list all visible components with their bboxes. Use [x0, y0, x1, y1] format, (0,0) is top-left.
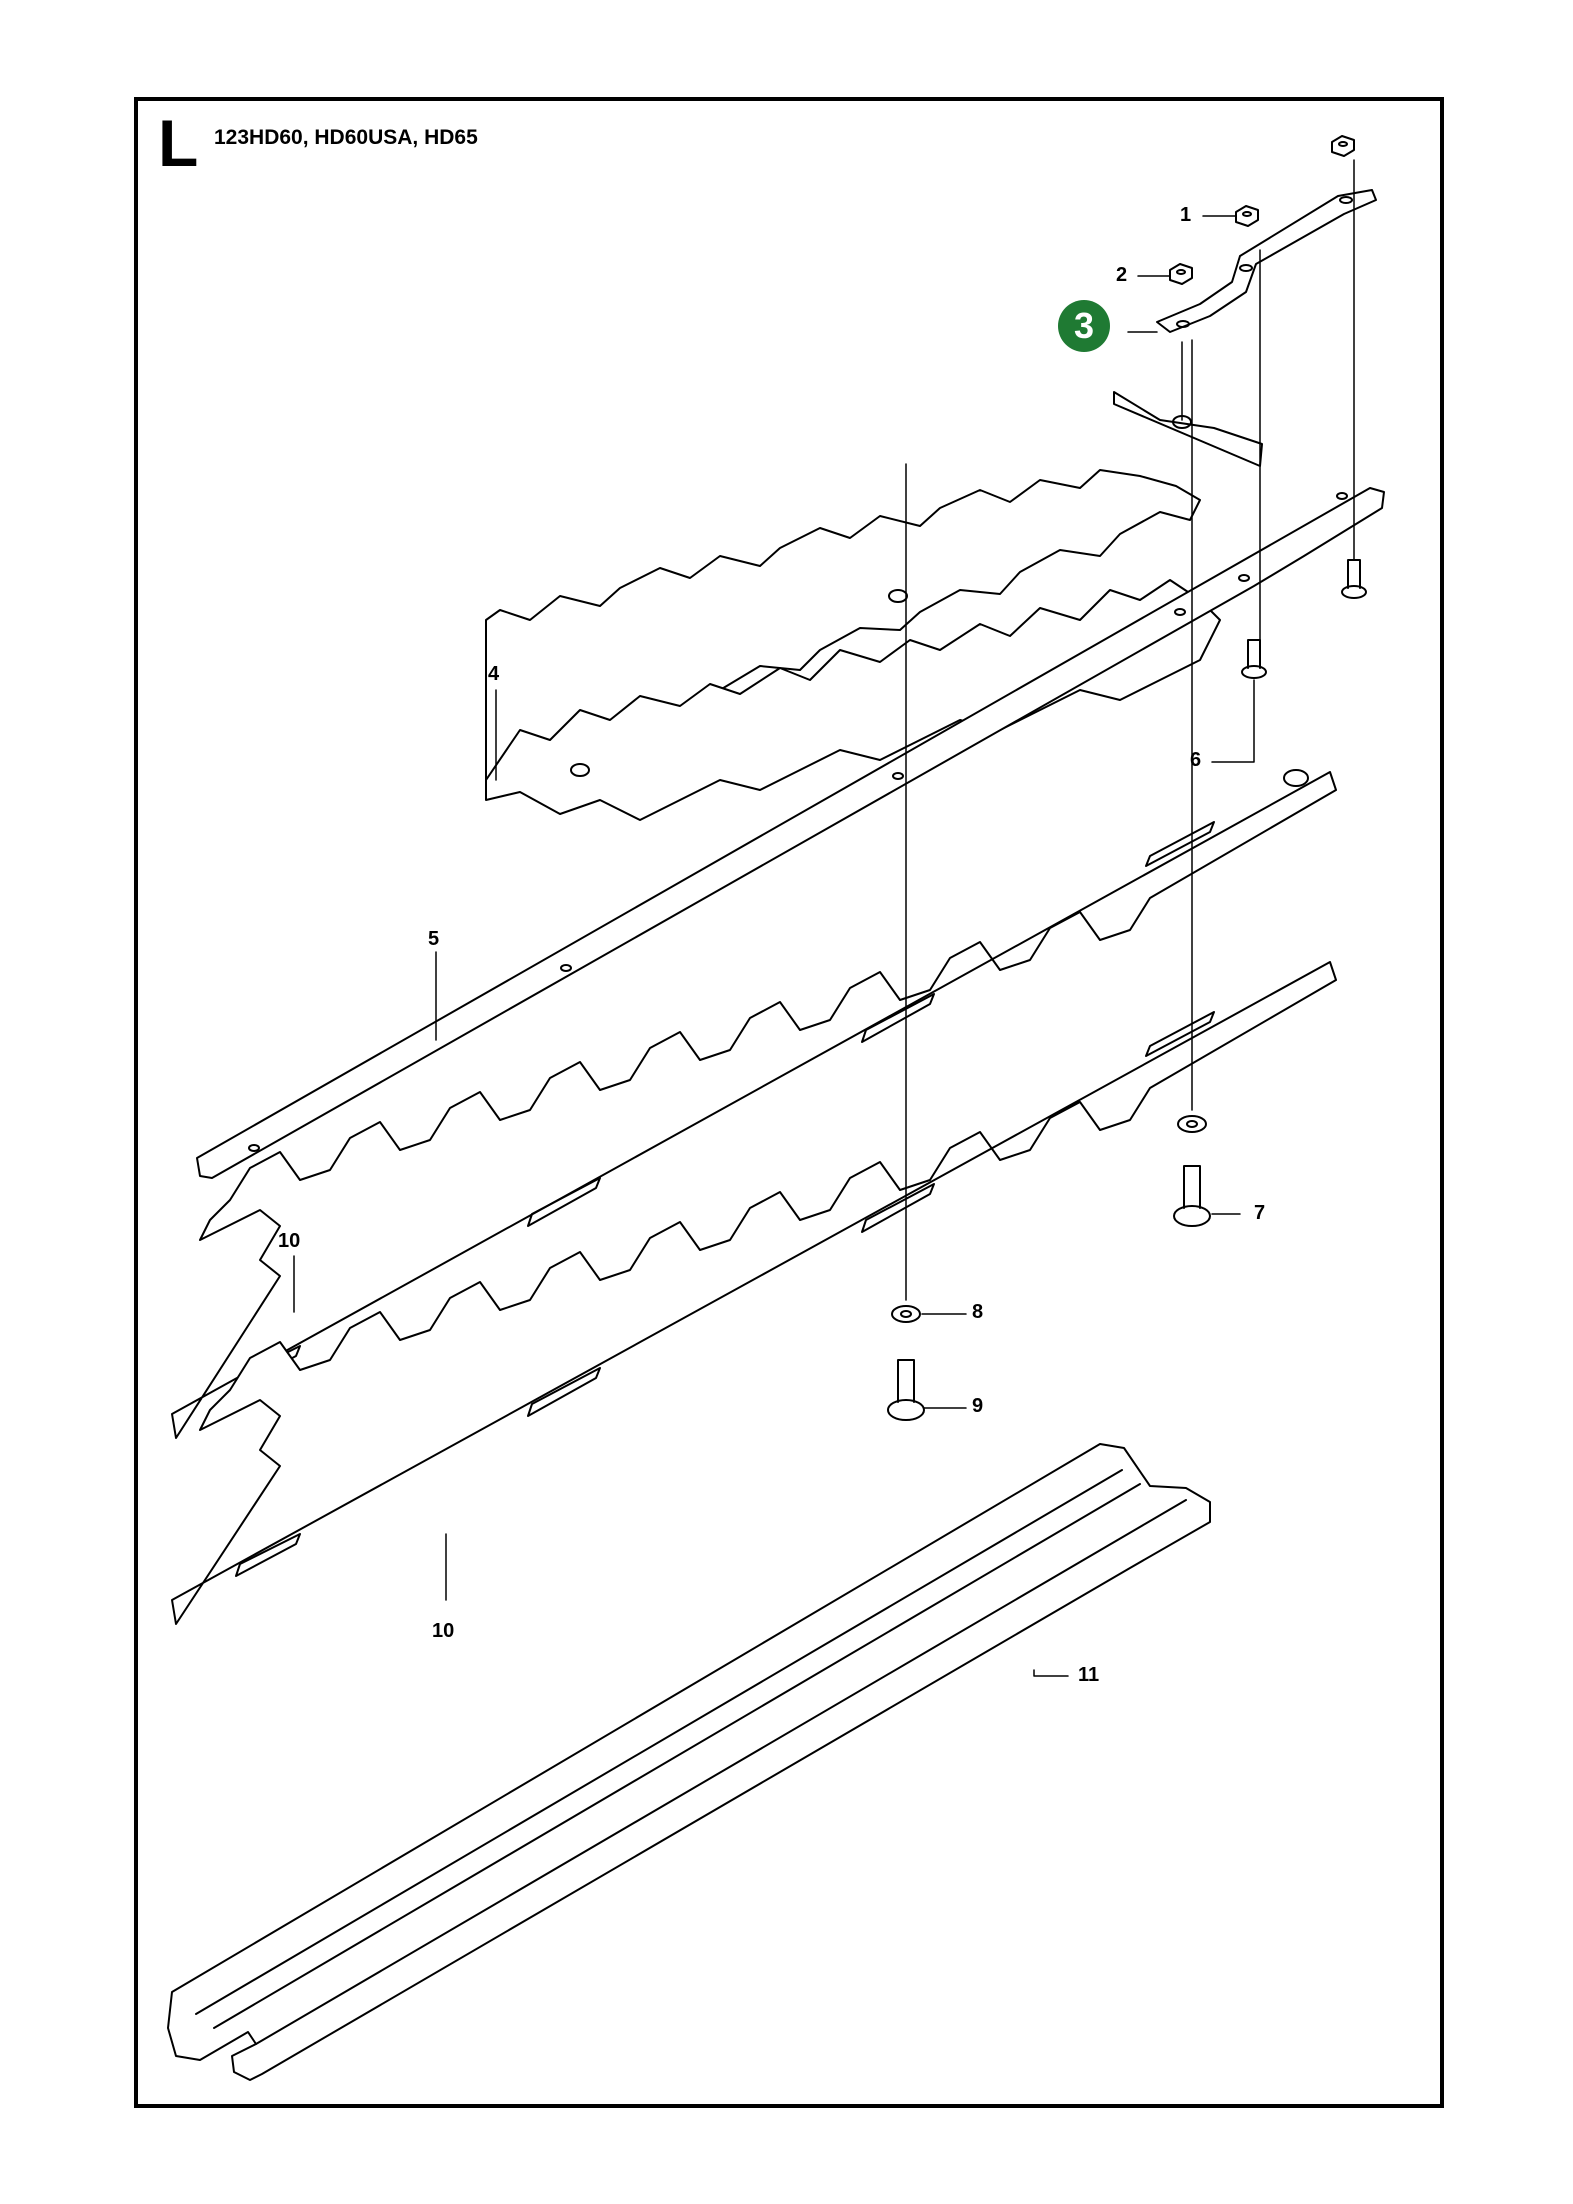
- callout-8: 8: [972, 1301, 984, 1323]
- callout-1: 1: [1180, 204, 1192, 226]
- assembly-lines: [905, 159, 1355, 1301]
- nut-2: [1169, 263, 1193, 285]
- washer-7: [1177, 1115, 1207, 1133]
- callout-10-lower: 10: [432, 1620, 455, 1642]
- part-11-guard-rail: [167, 1443, 1211, 2081]
- screw-top-right: [1341, 559, 1367, 599]
- highlighted-part-badge: 3: [1058, 300, 1110, 352]
- callout-6: 6: [1190, 749, 1202, 771]
- page-frame: [134, 97, 1444, 2108]
- callout-5: 5: [428, 928, 440, 950]
- nut-top-right: [1331, 135, 1355, 157]
- callout-2: 2: [1116, 264, 1128, 286]
- part-5-flat-bar: [196, 487, 1385, 1179]
- nut-1: [1235, 205, 1259, 227]
- callout-9: 9: [972, 1395, 984, 1417]
- callout-4: 4: [488, 663, 500, 685]
- screw-6: [1241, 639, 1267, 679]
- screw-9: [887, 1359, 925, 1421]
- leader-lines: [293, 215, 1255, 1677]
- callout-11: 11: [1078, 1664, 1100, 1686]
- part-4-blade-guard: [485, 391, 1263, 821]
- screw-7: [1173, 1165, 1211, 1227]
- part-3-support-plate: [1156, 189, 1377, 333]
- washer-8: [891, 1305, 921, 1323]
- part-10-upper-blade: [171, 769, 1337, 1439]
- callout-10-upper: 10: [278, 1230, 301, 1252]
- callout-7: 7: [1254, 1202, 1266, 1224]
- section-letter: L: [158, 106, 199, 180]
- model-title: 123HD60, HD60USA, HD65: [214, 126, 478, 149]
- part-10-lower-blade: [171, 961, 1337, 1625]
